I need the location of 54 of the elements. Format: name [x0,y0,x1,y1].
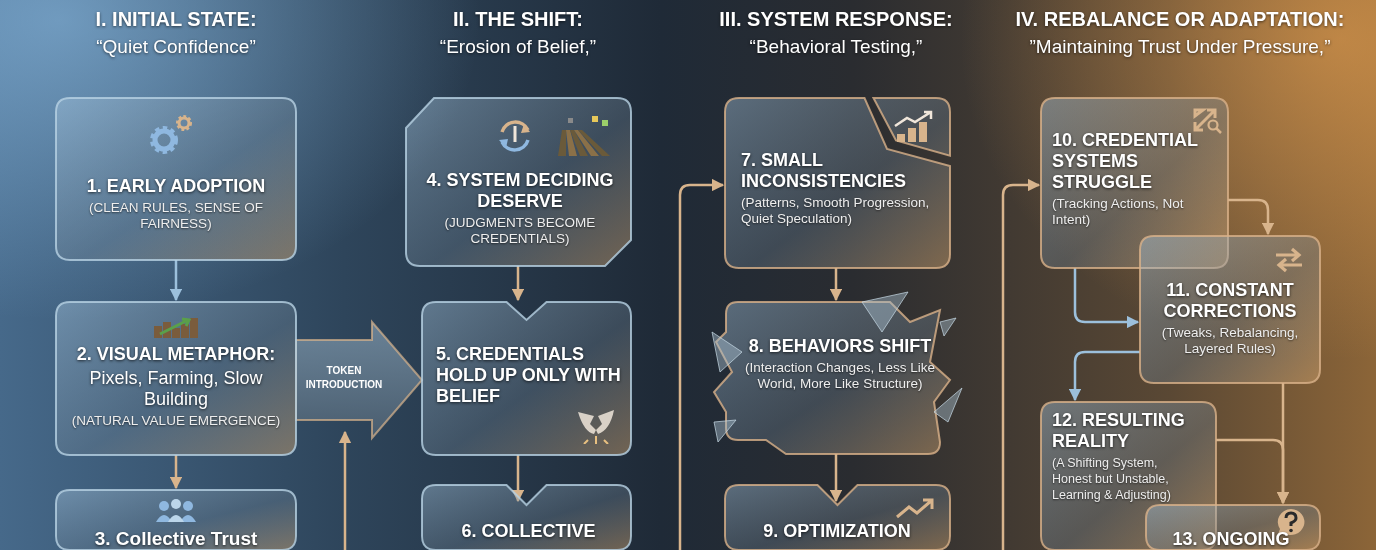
section-heading: II. THE SHIFT: [453,8,583,31]
section-subtitle: “Erosion of Belief,” [439,36,597,58]
node-description: (Interaction Changes, Less Like World, More Like Structure) [744,360,936,392]
node-title: 8. BEHAVIORS SHIFT [748,336,932,357]
arrow [511,266,525,302]
process-box [422,302,631,455]
node-description: (Tracking Actions, Not Intent) [1052,196,1185,228]
process-box [422,485,631,550]
section-heading: IV. REBALANCE OR ADAPTATION: [1015,8,1345,31]
process-box [1140,236,1320,383]
process-box [56,490,296,550]
node-description: (NATURAL VALUE EMERGENCE) [71,413,281,429]
arrow [1068,350,1140,402]
process-box [56,302,296,455]
section-heading: I. INITIAL STATE: [95,8,257,31]
node-description: Pixels, Farming, Slow Building [88,368,264,410]
process-box [406,98,631,266]
section-subtitle: “Quiet Confidence” [96,36,256,58]
process-box [1041,98,1228,268]
node-description: (Patterns, Smooth Progression, Quiet Speculation) [741,195,931,227]
process-box [56,98,296,260]
block-arrow [295,319,424,441]
arrow [1228,198,1275,236]
process-box [725,98,950,268]
node-description: (CLEAN RULES, SENSE OF FAIRNESS) [87,200,264,232]
arrow [1073,268,1140,329]
node-title: 7. SMALL INCONSISTENCIES [741,150,908,192]
section-subtitle: ”Maintaining Trust Under Pressure,” [1029,36,1331,58]
node-title: 5. CREDENTIALS HOLD UP ONLY WITH BELIEF [436,344,621,407]
node-title: 12. RESULTING REALITY [1052,410,1186,452]
arrow [829,454,843,503]
arrow [169,455,183,490]
node-title: 9. OPTIMIZATION [763,521,911,542]
node-title: 11. CONSTANT CORRECTIONS [1162,280,1298,322]
arrow [1001,178,1041,550]
node-title: 6. COLLECTIVE [461,521,596,542]
arrow [829,268,843,302]
node-title: 10. CREDENTIAL SYSTEMS STRUGGLE [1052,130,1199,193]
section-heading: III. SYSTEM RESPONSE: [719,8,953,31]
node-description: (A Shifting System, Honest but Unstable, Learning & Adjusting) [1052,455,1172,503]
process-box [1146,505,1320,550]
process-box [725,485,950,550]
node-title: 1. EARLY ADOPTION [86,176,266,197]
arrow [169,260,183,302]
arrow [678,178,725,550]
node-description: (Tweaks, Rebalancing, Layered Rules) [1160,325,1300,357]
node-description: (JUDGMENTS BECOME CREDENTIALS) [443,215,597,247]
node-title: 3. Collective Trust [94,528,258,549]
node-title: 2. VISUAL METAPHOR: [76,344,276,365]
node-title: 4. SYSTEM DECIDING DESERVE [425,170,615,212]
section-subtitle: “Behavioral Testing,” [749,36,923,58]
edge-label: TOKEN INTRODUCTION [304,364,384,392]
arrow [1216,438,1290,505]
node-title: 13. ONGOING [1172,529,1290,550]
